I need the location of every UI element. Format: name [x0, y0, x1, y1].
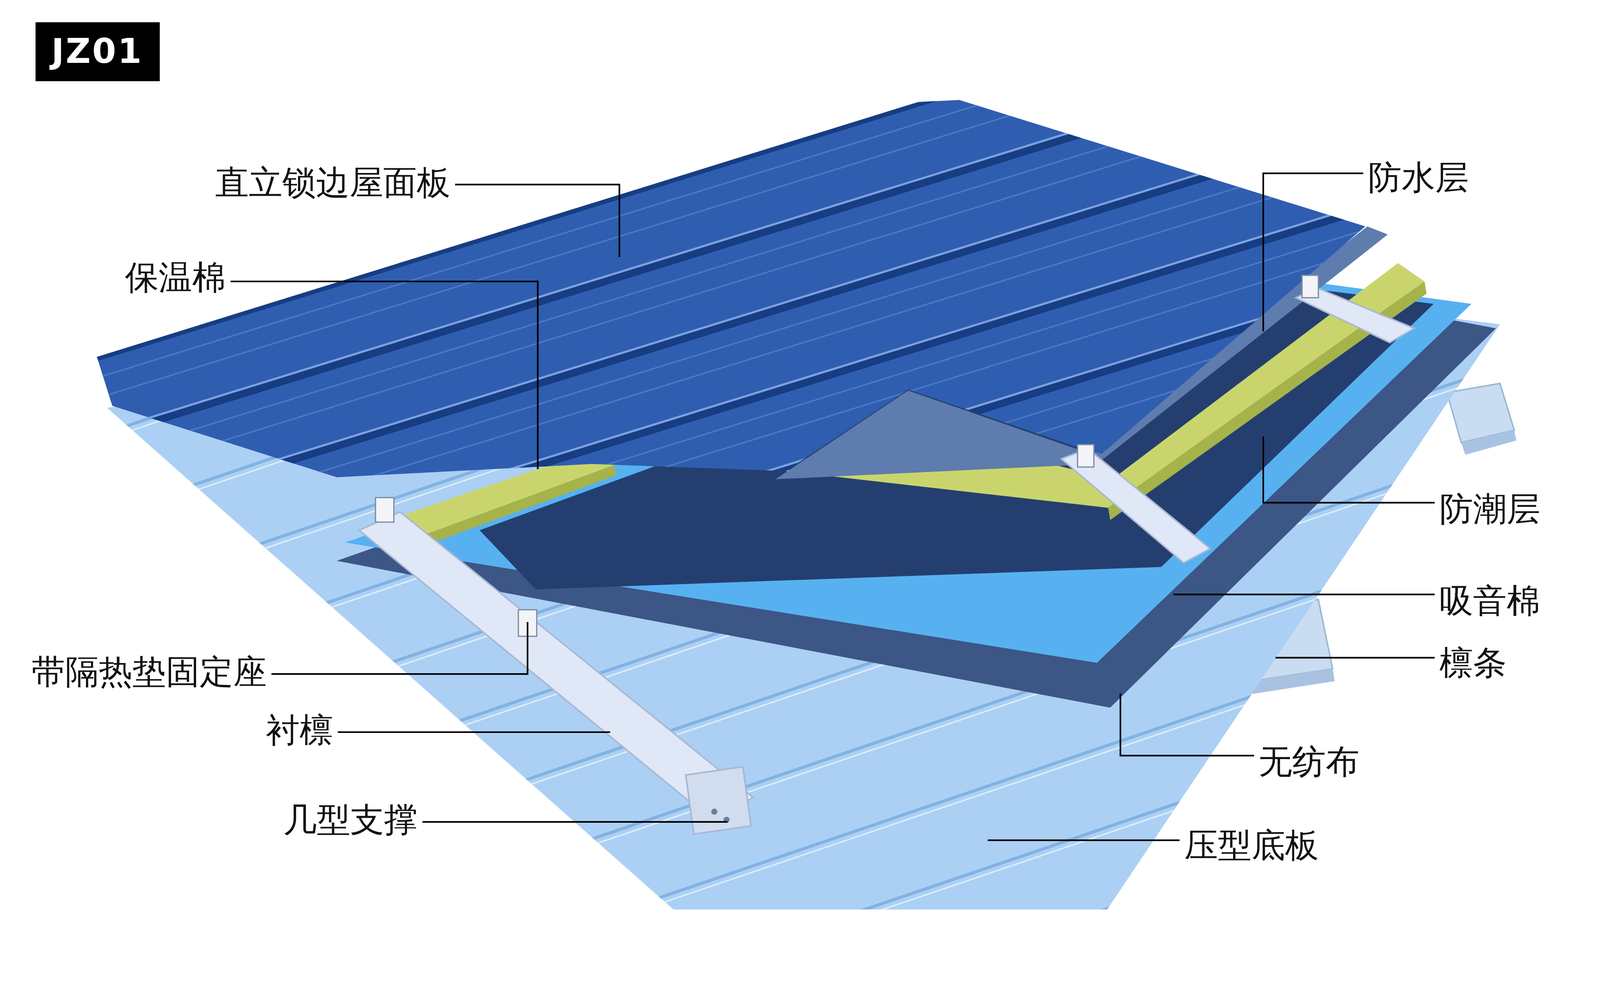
leader-line: [422, 821, 728, 824]
leader-line: [271, 622, 528, 675]
leader-line: [337, 731, 611, 734]
leader-line: [1263, 436, 1435, 504]
leader-line: [1263, 173, 1364, 332]
part-label: 直立锁边屋面板: [215, 163, 451, 202]
standing-seam-panel: [0, 0, 1600, 755]
part-label: 吸音棉: [1439, 581, 1541, 621]
part-label: 防潮层: [1439, 489, 1541, 529]
sub-purlin: [359, 287, 1415, 822]
part-label: 压型底板: [1184, 826, 1319, 865]
badge-text: JZ01: [51, 32, 145, 71]
title-badge: JZ01: [35, 22, 160, 82]
leader-line: [1275, 657, 1435, 659]
part-label: 带隔热垫固定座: [31, 652, 267, 692]
part-label: 保温棉: [125, 258, 226, 297]
fixing-clip: [375, 275, 1319, 637]
part-label: 无纺布: [1258, 742, 1360, 782]
omega-support: [685, 767, 751, 835]
leader-line: [1173, 593, 1435, 596]
part-label: 几型支撑: [283, 800, 418, 840]
leader-line: [987, 839, 1180, 842]
part-label: 衬檩: [266, 710, 334, 750]
part-label: 防水层: [1367, 158, 1469, 197]
leader-line: [230, 281, 538, 470]
leader-line: [455, 184, 620, 258]
leader-line: [1120, 693, 1254, 756]
part-label: 檩条: [1439, 643, 1507, 683]
